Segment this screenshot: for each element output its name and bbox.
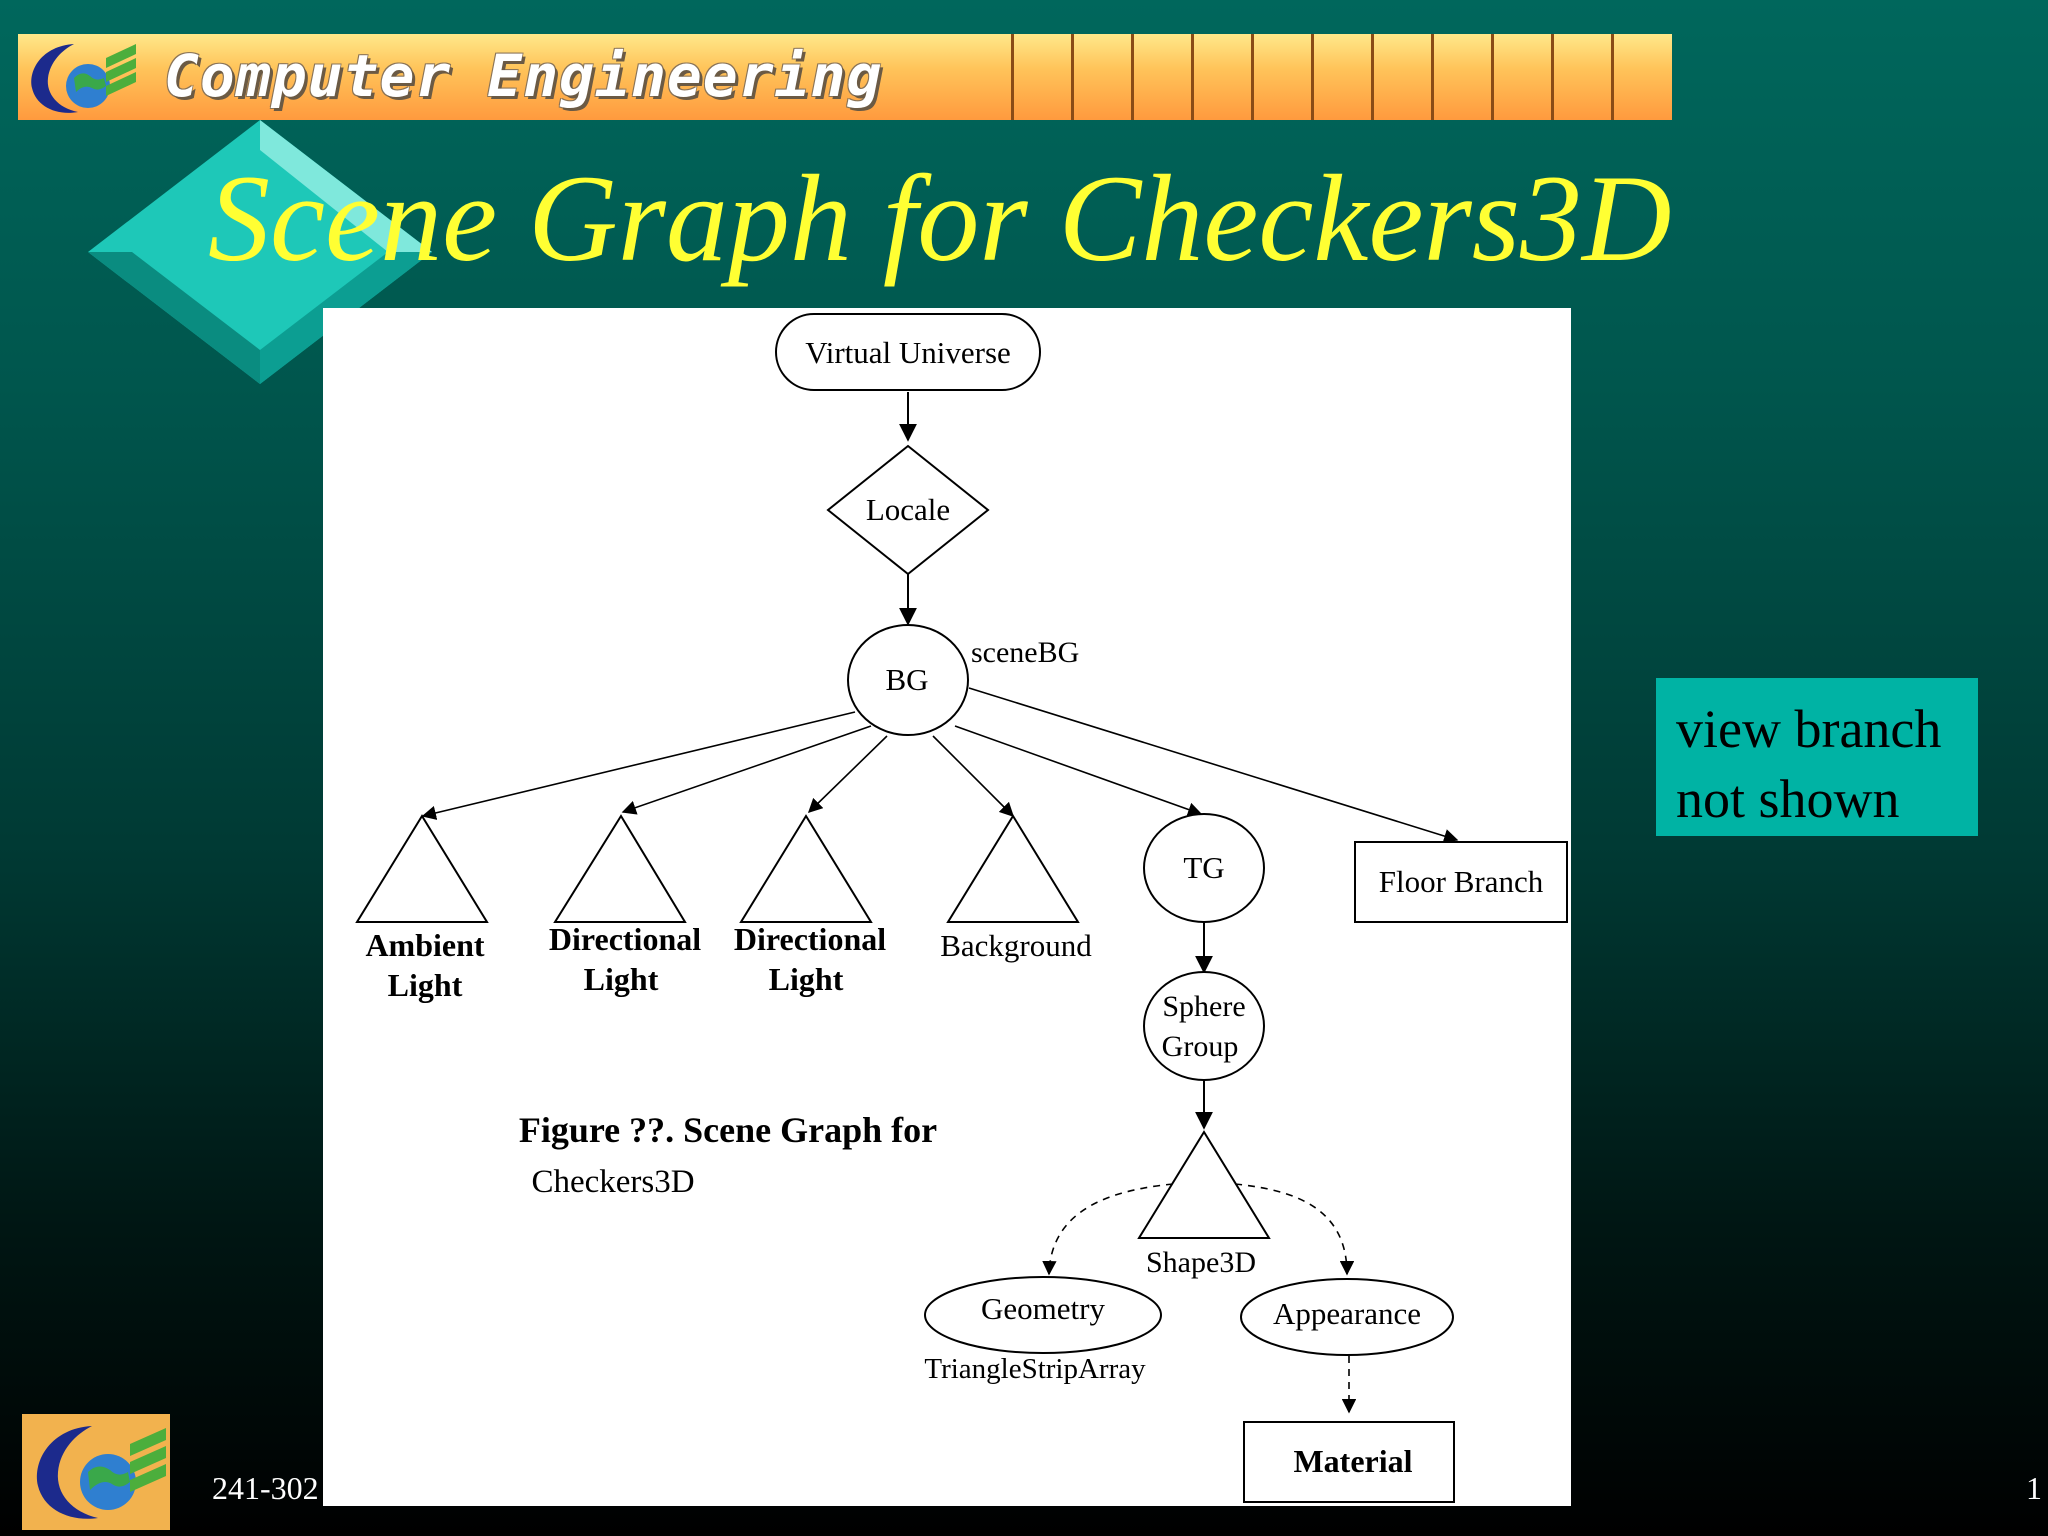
- scene-graph-figure: Virtual Universe Locale BG sceneBG Ambie…: [323, 308, 1571, 1506]
- banner-stripe: [1071, 34, 1074, 120]
- banner-stripe: [1131, 34, 1134, 120]
- banner-text: Computer Engineering: [164, 42, 883, 110]
- node-sphere-group-label: Group: [1162, 1030, 1239, 1063]
- node-bg-label: BG: [885, 662, 928, 697]
- node-sphere-group: [1143, 971, 1265, 1081]
- node-shape3d-label: Shape3D: [1146, 1246, 1256, 1279]
- view-branch-callout: view branch not shown: [1656, 678, 1978, 836]
- edge-bg-tg: [954, 725, 1203, 817]
- banner-stripe: [1611, 34, 1614, 120]
- banner-stripe: [1251, 34, 1254, 120]
- callout-line: view branch: [1676, 699, 1942, 759]
- node-material-label: Material: [1293, 1443, 1412, 1479]
- footer-logo-icon: [22, 1414, 170, 1530]
- node-geometry-name: TriangleStripArray: [924, 1353, 1146, 1385]
- node-virtual-universe: [775, 313, 1041, 391]
- edge-bg-ambient-light: [421, 711, 856, 820]
- node-locale-label: Locale: [866, 492, 950, 527]
- figure-caption: Figure ??. Scene Graph for: [519, 1110, 937, 1150]
- callout-line: not shown: [1676, 769, 1900, 829]
- banner-stripe: [1311, 34, 1314, 120]
- banner-stripe: [1491, 34, 1494, 120]
- node-directional-light-2-label: Directional: [734, 921, 886, 957]
- node-bg: [847, 624, 969, 736]
- edge-shape3d-appearance: [1234, 1183, 1355, 1276]
- slide-number: 1: [2026, 1470, 2042, 1506]
- node-floor-branch: [1354, 841, 1568, 923]
- footer-course-code: 241-302: [212, 1470, 319, 1506]
- node-ambient-light-label: Light: [388, 967, 463, 1003]
- node-virtual-universe-label: Virtual Universe: [805, 335, 1011, 370]
- node-tg-label: TG: [1183, 850, 1224, 885]
- edge-shape3d-geometry: [1042, 1183, 1174, 1276]
- node-background: [946, 814, 1080, 923]
- node-locale: [826, 444, 990, 576]
- computer-engineering-logo-icon: [31, 44, 136, 113]
- edge-bg-directional-light-2: [807, 735, 888, 814]
- banner-stripe: [1371, 34, 1374, 120]
- node-directional-light-1: [553, 814, 687, 923]
- node-appearance: [1240, 1278, 1454, 1356]
- edge-bg-background: [932, 735, 1015, 818]
- figure-caption: Checkers3D: [531, 1164, 694, 1200]
- slide-title: Scene Graph for Checkers3D: [208, 150, 1672, 287]
- node-floor-branch-label: Floor Branch: [1379, 864, 1544, 899]
- banner-stripe: [1191, 34, 1194, 120]
- node-appearance-label: Appearance: [1273, 1296, 1421, 1331]
- edge-bg-directional-light-1: [621, 725, 872, 815]
- banner-stripe: [1551, 34, 1554, 120]
- node-geometry-label: Geometry: [981, 1291, 1105, 1326]
- banner-stripe: [1011, 34, 1014, 120]
- node-sphere-group-label: Sphere: [1162, 990, 1245, 1023]
- banner-stripe: [1431, 34, 1434, 120]
- node-directional-light-1-label: Directional: [549, 921, 701, 957]
- node-shape3d: [1137, 1130, 1271, 1239]
- header-banner: Computer Engineering: [18, 34, 1672, 120]
- node-bg-name: sceneBG: [971, 636, 1079, 669]
- node-directional-light-1-label: Light: [584, 961, 659, 997]
- node-tg: [1143, 813, 1265, 923]
- node-directional-light-2-label: Light: [769, 961, 844, 997]
- node-ambient-light-label: Ambient: [365, 927, 484, 963]
- node-ambient-light: [355, 814, 489, 923]
- scene-graph-diagram: Virtual Universe Locale BG sceneBG Ambie…: [355, 313, 1568, 1503]
- node-directional-light-2: [739, 814, 873, 923]
- edge-bg-floor-branch: [968, 687, 1459, 844]
- node-background-label: Background: [940, 928, 1092, 963]
- node-material: [1243, 1421, 1455, 1503]
- node-geometry: [924, 1276, 1162, 1354]
